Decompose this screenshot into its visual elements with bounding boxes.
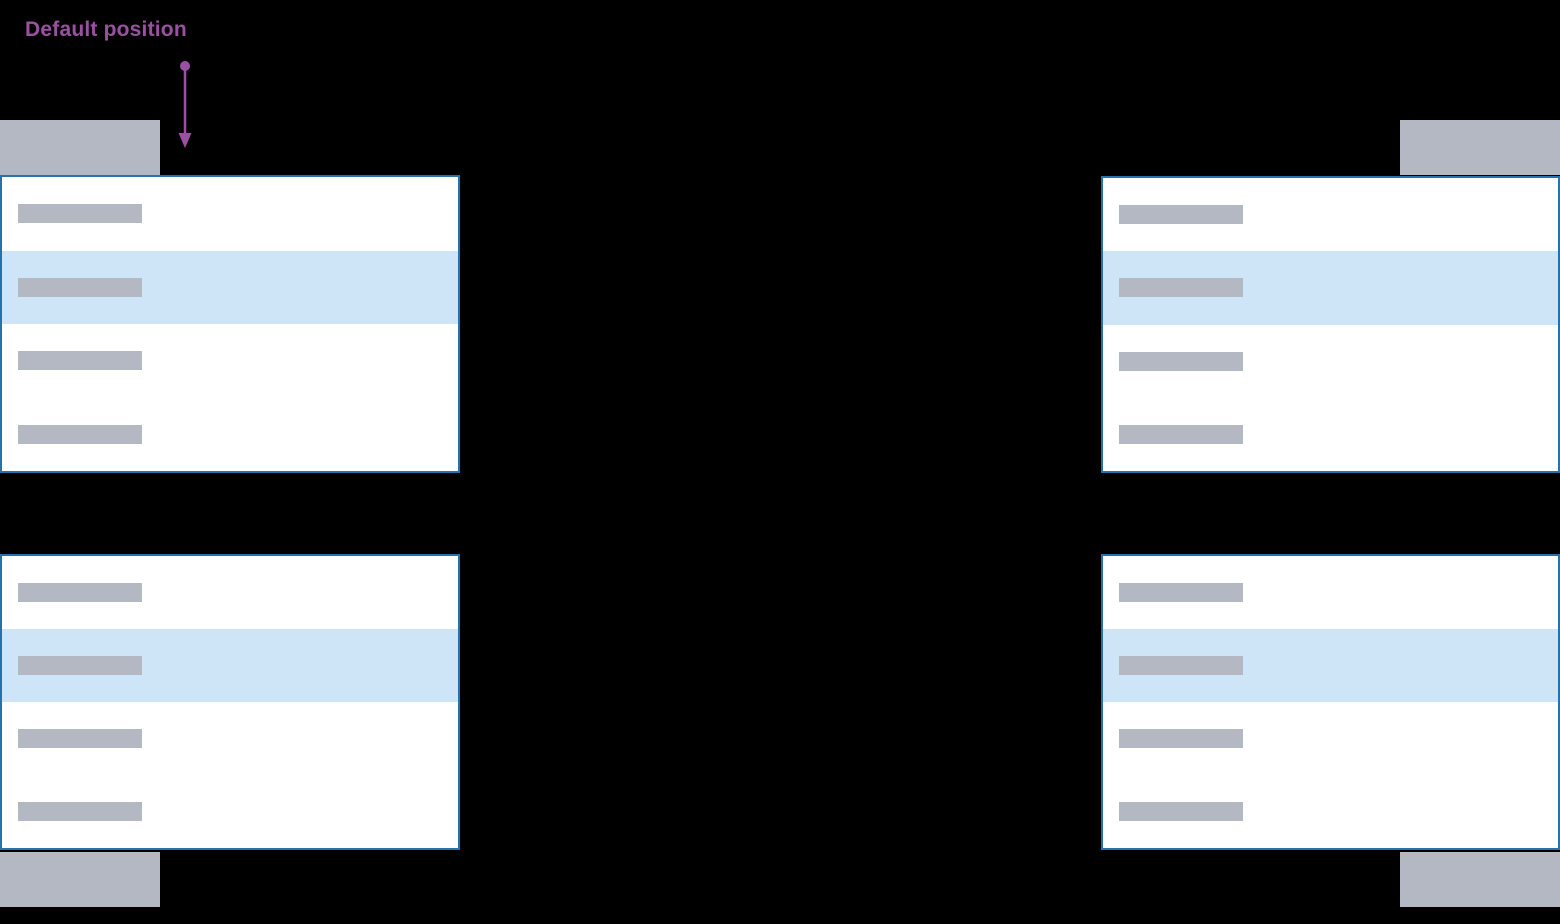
menu-item[interactable]: [2, 775, 458, 848]
menu-item-text-placeholder: [1119, 729, 1243, 748]
dropdown-menu-panel: [1101, 554, 1560, 850]
menu-item-highlighted[interactable]: [1103, 629, 1558, 702]
dropdown-menu-panel: [0, 175, 460, 473]
menu-item-highlighted[interactable]: [1103, 251, 1558, 325]
dropdown-trigger-button[interactable]: [0, 852, 160, 907]
menu-item-text-placeholder: [1119, 583, 1243, 602]
menu-item[interactable]: [1103, 325, 1558, 398]
dropdown-menu-panel: [0, 554, 460, 850]
menu-item-highlighted[interactable]: [2, 629, 458, 702]
menu-item-text-placeholder: [1119, 656, 1243, 675]
menu-item-highlighted[interactable]: [2, 250, 458, 324]
menu-item[interactable]: [1103, 556, 1558, 629]
menu-item-text-placeholder: [18, 277, 142, 297]
menu-item-text-placeholder: [18, 351, 142, 371]
menu-item[interactable]: [2, 324, 458, 398]
menu-item[interactable]: [1103, 178, 1558, 251]
menu-item-text-placeholder: [1119, 351, 1243, 371]
menu-item-text-placeholder: [1119, 278, 1243, 298]
menu-item-text-placeholder: [18, 204, 142, 224]
dropdown-menu-panel: [1101, 176, 1560, 473]
dropdown-trigger-button[interactable]: [0, 120, 160, 175]
menu-item[interactable]: [1103, 702, 1558, 775]
menu-item-text-placeholder: [1119, 802, 1243, 821]
menu-item-text-placeholder: [18, 729, 142, 748]
menu-item[interactable]: [2, 177, 458, 251]
default-position-label: Default position: [25, 18, 187, 41]
dropdown-trigger-button[interactable]: [1400, 120, 1560, 175]
dropdown-trigger-button[interactable]: [1400, 852, 1560, 907]
menu-item[interactable]: [2, 702, 458, 775]
menu-item[interactable]: [2, 556, 458, 629]
menu-item-text-placeholder: [18, 656, 142, 675]
menu-item-text-placeholder: [18, 424, 142, 444]
menu-item-text-placeholder: [1119, 205, 1243, 225]
menu-item-text-placeholder: [18, 583, 142, 602]
menu-item-text-placeholder: [18, 802, 142, 821]
menu-item[interactable]: [2, 398, 458, 472]
menu-item[interactable]: [1103, 398, 1558, 471]
menu-item[interactable]: [1103, 775, 1558, 848]
pin-down-arrow-icon: [178, 61, 192, 148]
menu-item-text-placeholder: [1119, 424, 1243, 444]
